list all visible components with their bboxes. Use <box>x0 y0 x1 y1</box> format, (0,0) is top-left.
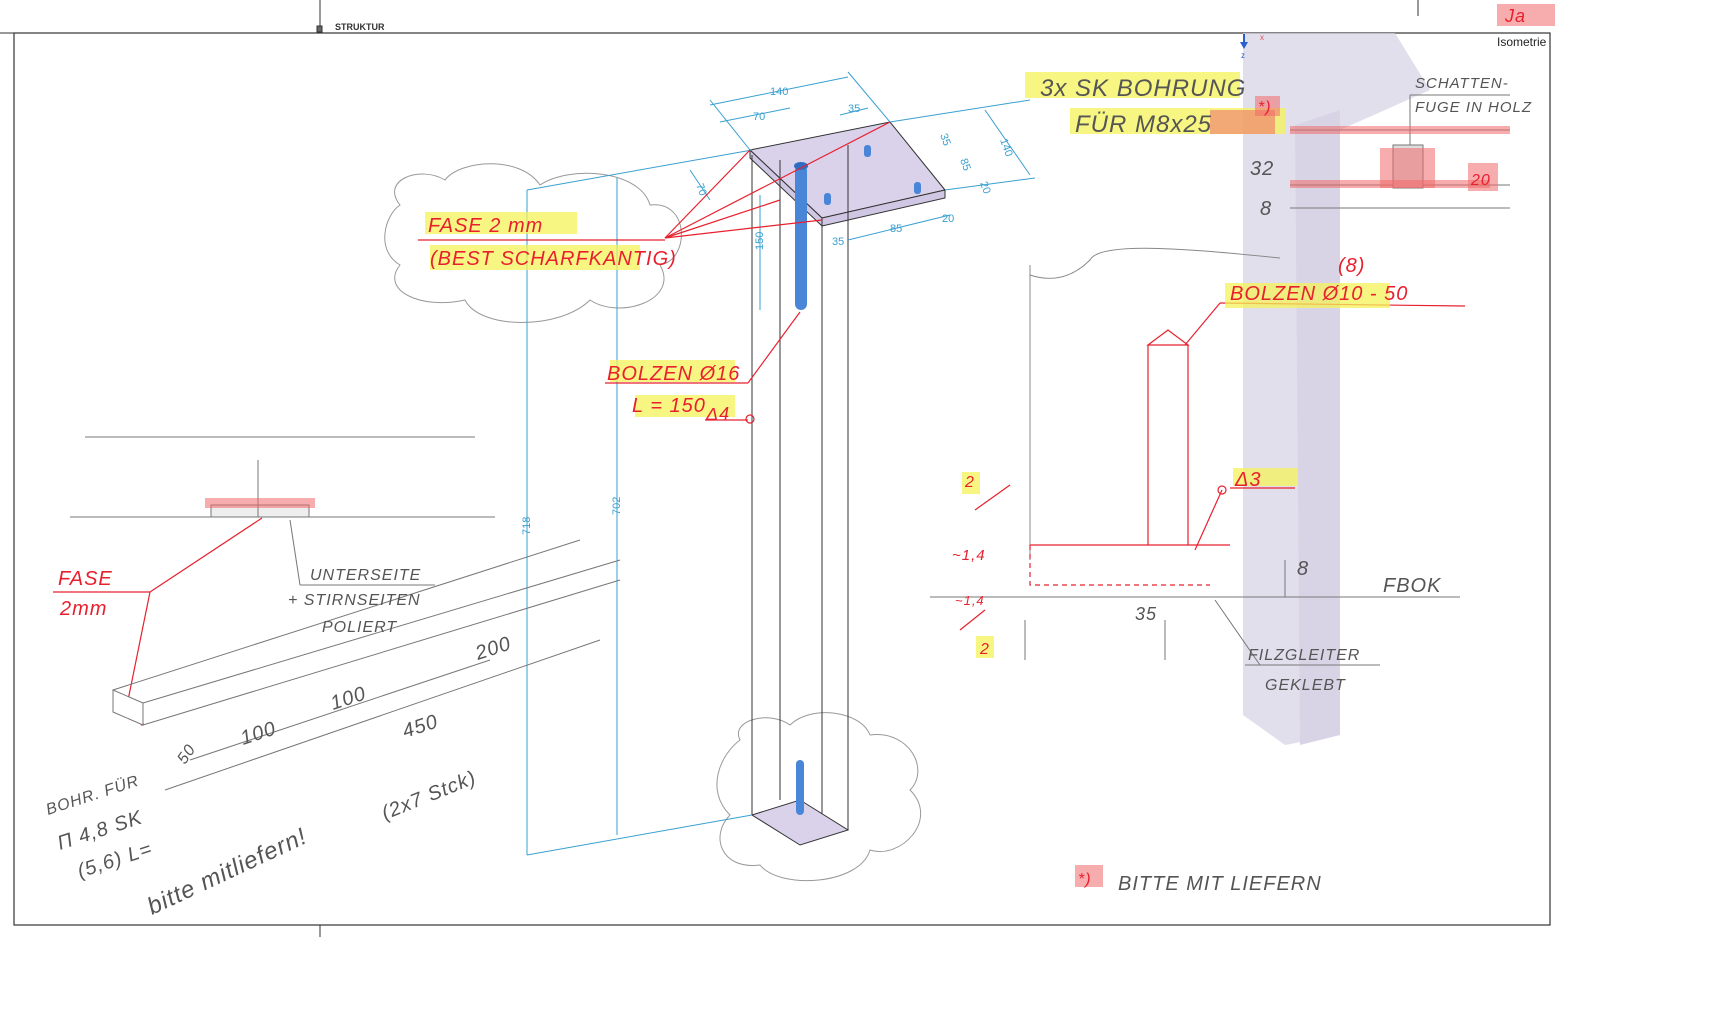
screw-hole-2 <box>824 193 831 205</box>
dim-85-front: 85 <box>890 223 902 235</box>
view-label: Isometrie <box>1497 35 1547 49</box>
z-arrow-icon <box>1240 42 1248 49</box>
sheet-tag-highlight <box>1497 4 1555 26</box>
section-label: STRUKTUR <box>335 22 385 32</box>
shadow-gap-line1: SCHATTEN- <box>1415 75 1509 92</box>
dim-35-top: 35 <box>848 103 860 115</box>
dim-85-side: 85 <box>957 157 972 173</box>
polish-line3: POLIERT <box>322 619 397 636</box>
screws-line1: 3x SK BOHRUNG <box>1040 75 1246 102</box>
z-axis-label: z <box>1241 51 1245 60</box>
footnote-text: BITTE MIT LIEFERN <box>1118 873 1322 895</box>
dim-2-top: 2 <box>964 474 975 491</box>
dimension-labels: 140 70 35 35 85 20 140 20 85 35 70 150 7… <box>521 86 1015 535</box>
rod-line1: BOLZEN Ø16 <box>607 363 740 385</box>
dim-35-front: 35 <box>832 236 844 248</box>
bottom-rod <box>796 760 804 815</box>
dim-70-top: 70 <box>753 111 765 123</box>
weld-3: Δ3 <box>1234 469 1262 491</box>
shadow-gap-line2: FUGE IN HOLZ <box>1415 99 1532 116</box>
dim-150-rod: 150 <box>754 232 766 250</box>
screw-hole-1 <box>864 145 871 157</box>
strip-100a: 100 <box>238 718 279 750</box>
dim-14-b: ~1,4 <box>955 593 985 608</box>
dim-35-side: 35 <box>937 132 952 148</box>
dim-20-front: 20 <box>942 213 954 225</box>
polish-line1: UNTERSEITE <box>310 567 421 584</box>
strip-50: 50 <box>174 741 199 767</box>
dim-8-floor: 8 <box>1297 558 1309 580</box>
left-chamfer-line2: 2mm <box>59 598 107 620</box>
dim-718: 718 <box>521 517 533 535</box>
top-rod <box>795 165 807 310</box>
left-chamfer-line1: FASE <box>58 568 113 590</box>
pink-highlights <box>205 126 1510 508</box>
dimension-lines <box>526 71 1036 856</box>
felt-line1: FILZGLEITER <box>1248 647 1360 664</box>
felt-line2: GEKLEBT <box>1265 677 1346 694</box>
chamfer-line2: (BEST SCHARFKANTIG) <box>430 248 677 270</box>
strip-450: 450 <box>400 711 441 743</box>
dim-14-a: ~1,4 <box>952 547 986 564</box>
dim-140-side: 140 <box>997 137 1015 158</box>
strip-100b: 100 <box>328 683 369 715</box>
dim-35: 35 <box>1135 604 1157 624</box>
polish-line2: + STIRNSEITEN <box>288 592 421 609</box>
footnote-mark: *) <box>1078 871 1092 888</box>
bolt-count: (8) <box>1338 255 1365 277</box>
dim-20: 20 <box>1470 172 1491 189</box>
dim-140-top: 140 <box>770 86 788 98</box>
quantity: (2x7 Stck) <box>379 767 480 825</box>
background-leg <box>1243 33 1430 745</box>
screw-hole-3 <box>914 182 921 194</box>
rod-weld: Δ4 <box>705 404 730 424</box>
please-supply: bitte mitliefern! <box>143 823 311 921</box>
dim-2-bottom: 2 <box>979 641 990 658</box>
revision-clouds <box>384 163 1281 882</box>
strip-200: 200 <box>472 633 514 665</box>
dim-702: 702 <box>611 497 623 515</box>
chamfer-line1: FASE 2 mm <box>428 215 543 237</box>
dim-32: 32 <box>1250 158 1274 180</box>
rod-line2: L = 150 <box>632 395 706 417</box>
floor-label: FBOK <box>1383 575 1442 597</box>
x-axis-label: x <box>1260 33 1264 42</box>
dim-20-side: 20 <box>977 180 992 196</box>
column-part <box>748 121 946 846</box>
yellow-highlights <box>425 72 1498 887</box>
dim-8-top: 8 <box>1260 198 1272 220</box>
bolt-spec: BOLZEN Ø10 - 50 <box>1230 283 1408 305</box>
axis-indicator: z x <box>1240 33 1264 60</box>
screws-line2: FÜR M8x25 <box>1075 111 1212 138</box>
dim-70-chamfer: 70 <box>693 182 708 198</box>
sheet-tag: Ja <box>1504 6 1526 26</box>
screws-footnote-mark: *) <box>1258 99 1272 116</box>
